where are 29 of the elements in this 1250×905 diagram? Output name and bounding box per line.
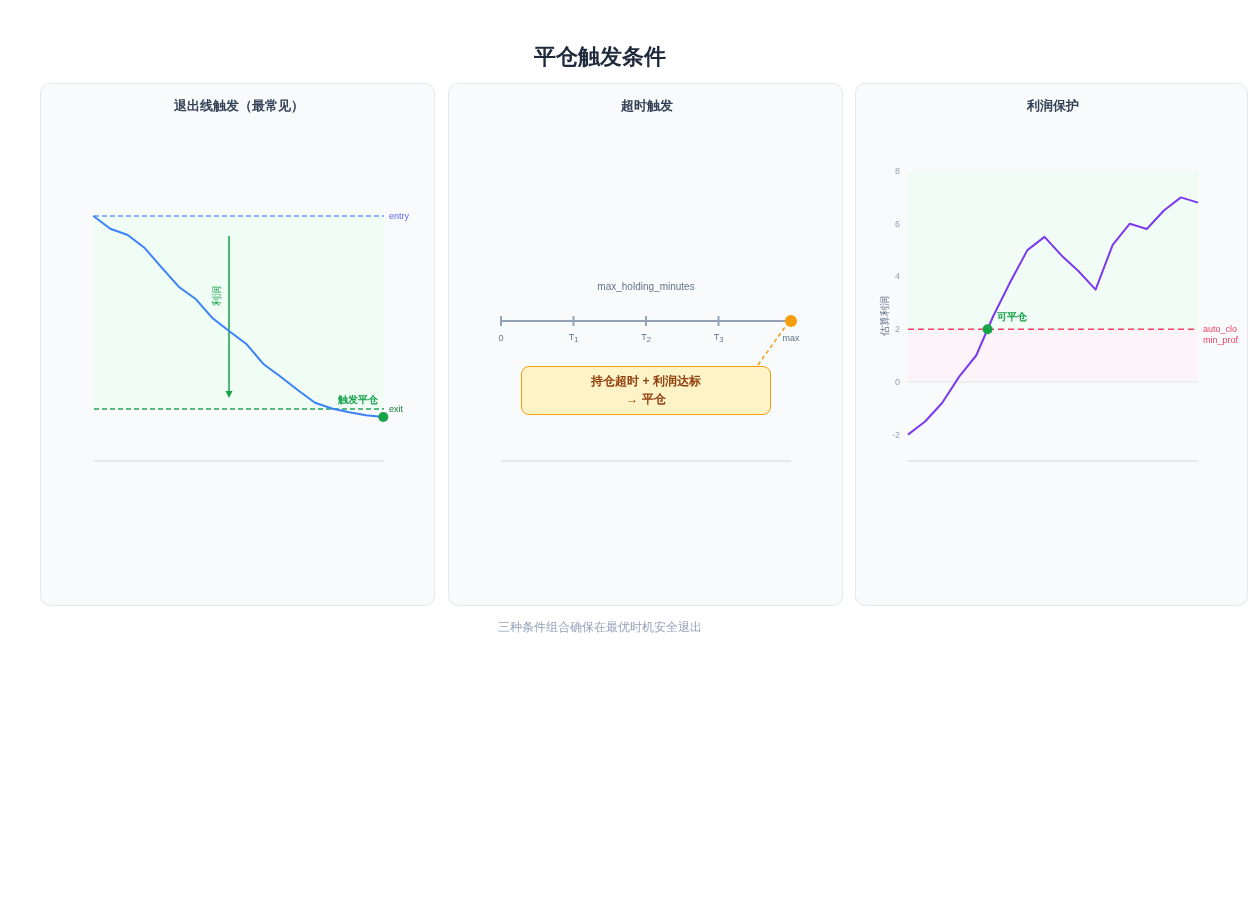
panel-card [855, 83, 1248, 606]
panel-heading: 退出线触发（最常见） [173, 98, 304, 114]
line-label: exit [389, 403, 403, 415]
tick-label: T$_{2}$ [641, 331, 651, 345]
tick-label: max [782, 332, 800, 344]
leader-line [757, 324, 788, 366]
y-axis-title: 估算利润 [879, 296, 890, 336]
note-box: 持仓超时 + 利润达标 → 平仓 [521, 366, 771, 415]
panel-card [448, 83, 843, 606]
y-tick-label: 2 [895, 324, 900, 335]
diagram-caption: 三种条件组合确保在最优时机安全退出 [498, 619, 702, 635]
line-label: entry [389, 210, 409, 222]
panel-heading: 利润保护 [1026, 98, 1079, 114]
y-tick-label: 0 [895, 376, 900, 387]
tick-label: 0 [498, 332, 504, 344]
threshold-label: auto_clo min_prof [1203, 324, 1238, 346]
y-tick-label: 4 [895, 271, 900, 282]
diagram-title: 平仓触发条件 [534, 43, 666, 71]
panel-heading: 超时触发 [620, 98, 673, 114]
axis-title: max_holding_minutes [597, 281, 695, 293]
point-label: 可平仓 [996, 311, 1027, 323]
tick-label: T$_{1}$ [568, 331, 579, 345]
arrow-label: 利润 [211, 286, 223, 306]
y-tick-label: 6 [895, 218, 900, 229]
point-label: 触发平仓 [338, 394, 378, 406]
tick-label: T$_{3}$ [713, 331, 724, 345]
panel-card [40, 83, 435, 606]
y-tick-label: 8 [895, 166, 900, 176]
y-tick-label: -2 [892, 429, 900, 440]
